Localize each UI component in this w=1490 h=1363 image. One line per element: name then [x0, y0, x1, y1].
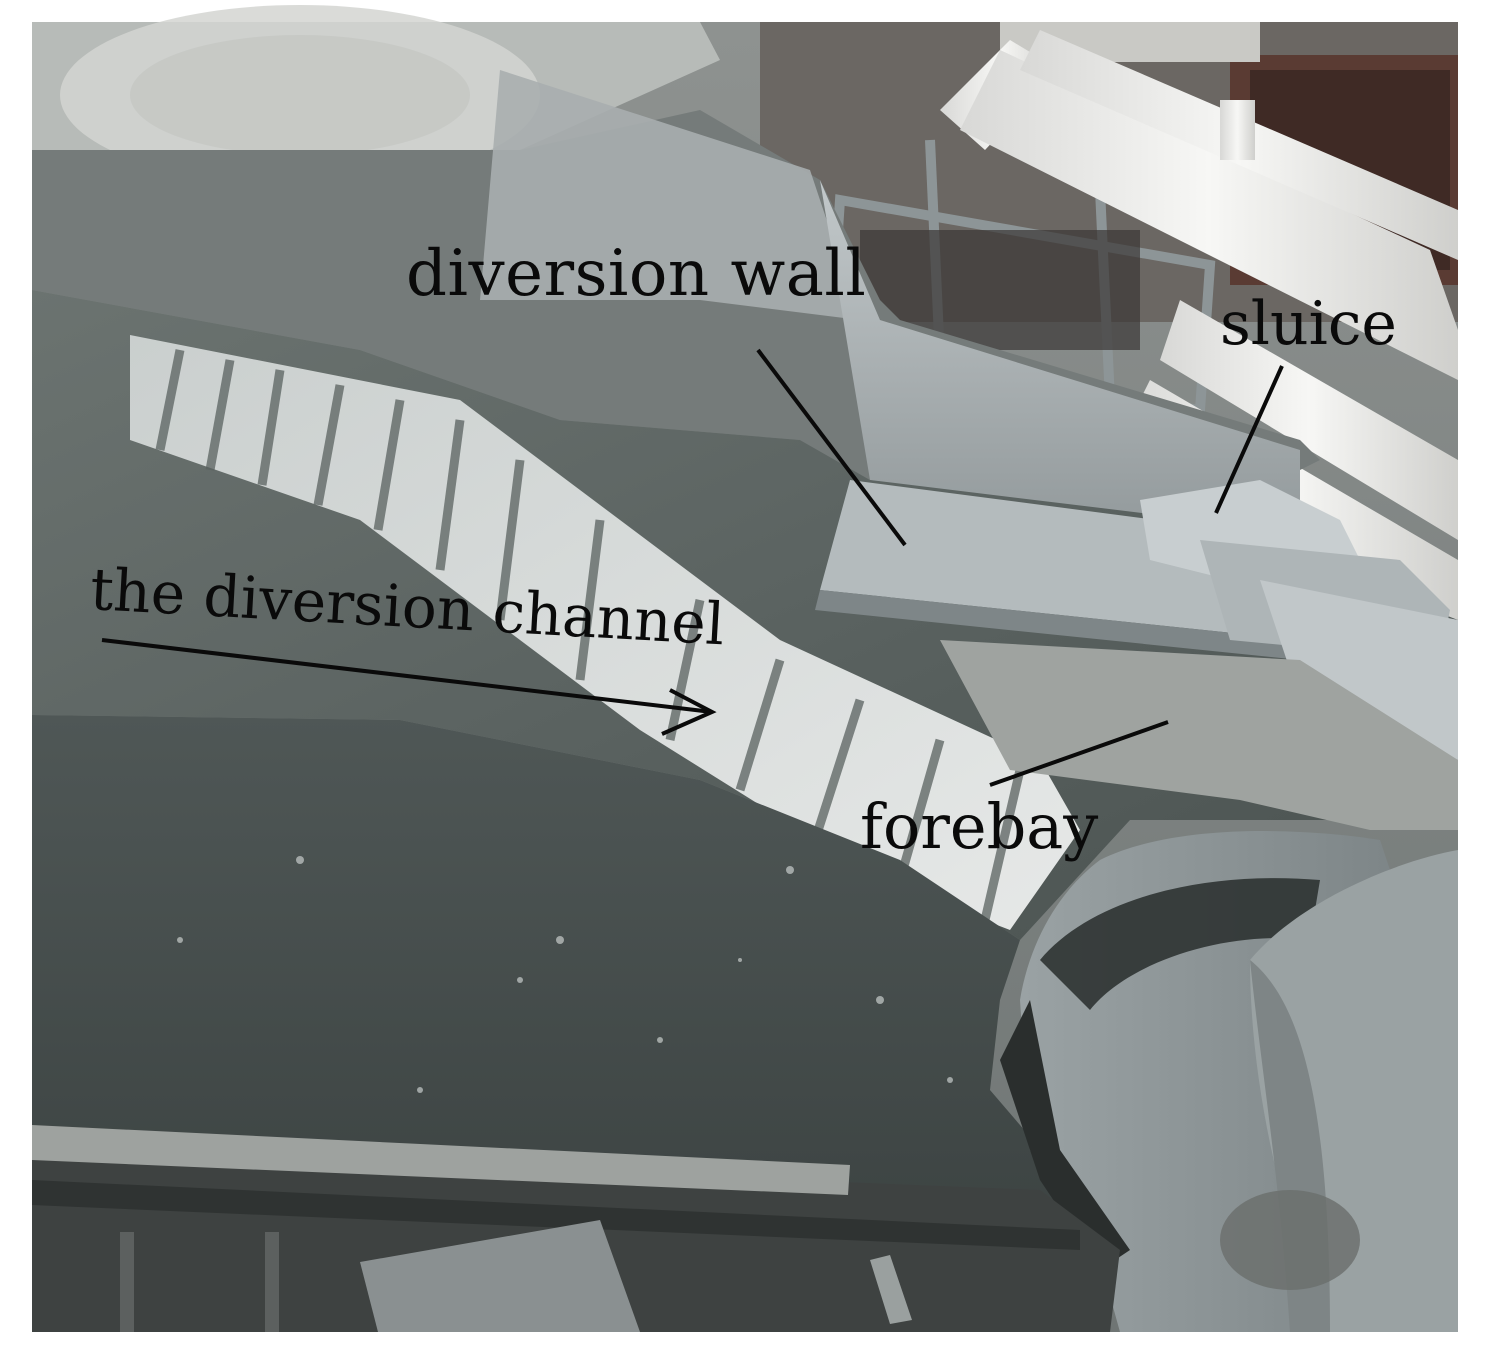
forebay-leader [989, 720, 1169, 787]
forebay-label: forebay [860, 790, 1099, 863]
annotation-lines [101, 348, 1284, 787]
diversion-channel-arrowhead [661, 688, 717, 736]
diversion-channel-arrow-shaft [101, 638, 713, 714]
diversion-wall-leader [756, 348, 907, 547]
sluice-label: sluice [1220, 289, 1397, 359]
diversion-wall-label: diversion wall [406, 237, 867, 311]
sluice-leader [1214, 365, 1284, 514]
photo-content [32, 5, 1458, 1332]
